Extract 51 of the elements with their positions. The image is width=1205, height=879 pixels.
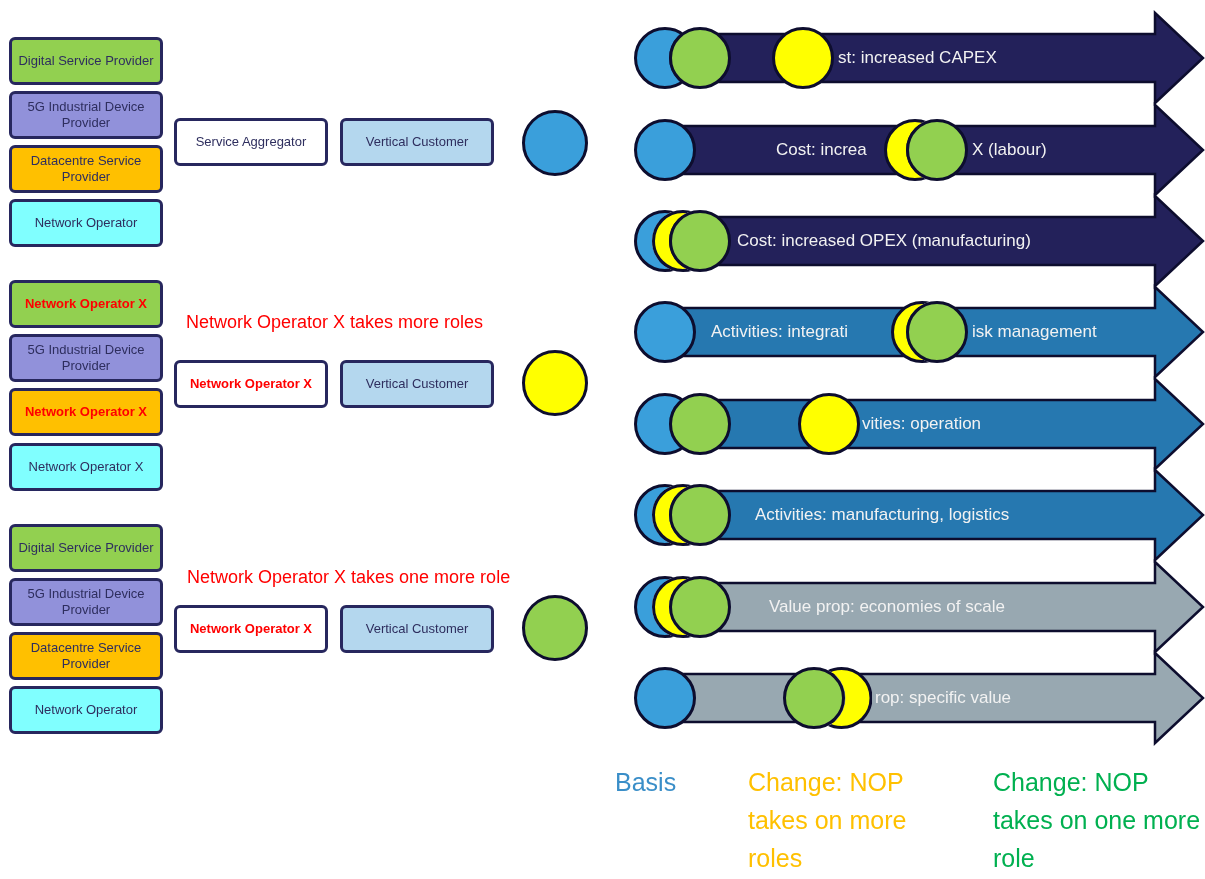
role-box — [9, 199, 163, 247]
role-label: 5G Industrial Device Provider — [26, 586, 146, 618]
note-text: Network Operator X takes more roles — [186, 311, 484, 334]
role-box — [340, 360, 494, 408]
role-label: Vertical Customer — [365, 621, 469, 637]
role-box — [9, 443, 163, 491]
arrow-label: Cost: increa — [776, 139, 867, 161]
role-box — [340, 605, 494, 653]
role-label: Network Operator X — [189, 621, 313, 637]
note-text: Network Operator X takes one more role — [187, 566, 511, 589]
role-label: Network Operator — [34, 215, 138, 231]
role-label: Network Operator X — [24, 296, 148, 312]
role-label: Vertical Customer — [365, 376, 469, 392]
arrow-label: Value prop: economies of scale — [769, 596, 1005, 618]
legend-text: Change: NOP takes on more roles — [748, 767, 908, 874]
role-label: Network Operator X — [28, 459, 144, 475]
role-label: 5G Industrial Device Provider — [26, 342, 146, 374]
role-box — [174, 118, 328, 166]
role-label: Network Operator — [34, 702, 138, 718]
arrow-label: rop: specific value — [875, 687, 1012, 709]
legend-text: Basis — [615, 767, 678, 798]
role-box — [174, 360, 328, 408]
role-box — [340, 118, 494, 166]
arrow-label: Cost: increased OPEX (manufacturing) — [737, 230, 1031, 252]
role-box — [9, 280, 163, 328]
arrow-label: st: increased CAPEX — [838, 47, 997, 69]
role-label: Network Operator X — [189, 376, 313, 392]
role-label: Network Operator X — [24, 404, 148, 420]
role-label: Digital Service Provider — [18, 540, 154, 556]
role-label: 5G Industrial Device Provider — [26, 99, 146, 131]
role-box — [9, 578, 163, 626]
role-box — [9, 91, 163, 139]
role-box — [9, 37, 163, 85]
role-label: Datacentre Service Provider — [29, 640, 143, 672]
role-label: Service Aggregator — [195, 134, 307, 150]
legend-text: Change: NOP takes on one more role — [993, 767, 1202, 874]
role-box — [9, 632, 163, 680]
role-box — [174, 605, 328, 653]
arrow-label: vities: operation — [862, 413, 982, 435]
role-label: Vertical Customer — [365, 134, 469, 150]
role-box — [9, 388, 163, 436]
role-box — [9, 334, 163, 382]
arrow-label: Activities: manufacturing, logistics — [755, 504, 1010, 526]
role-box — [9, 524, 163, 572]
role-label: Digital Service Provider — [18, 53, 154, 69]
arrow-label: isk management — [972, 321, 1097, 343]
role-box — [9, 686, 163, 734]
role-label: Datacentre Service Provider — [29, 153, 143, 185]
arrow-label: Activities: integrati — [711, 321, 848, 343]
arrow-label: X (labour) — [972, 139, 1047, 161]
role-box — [9, 145, 163, 193]
